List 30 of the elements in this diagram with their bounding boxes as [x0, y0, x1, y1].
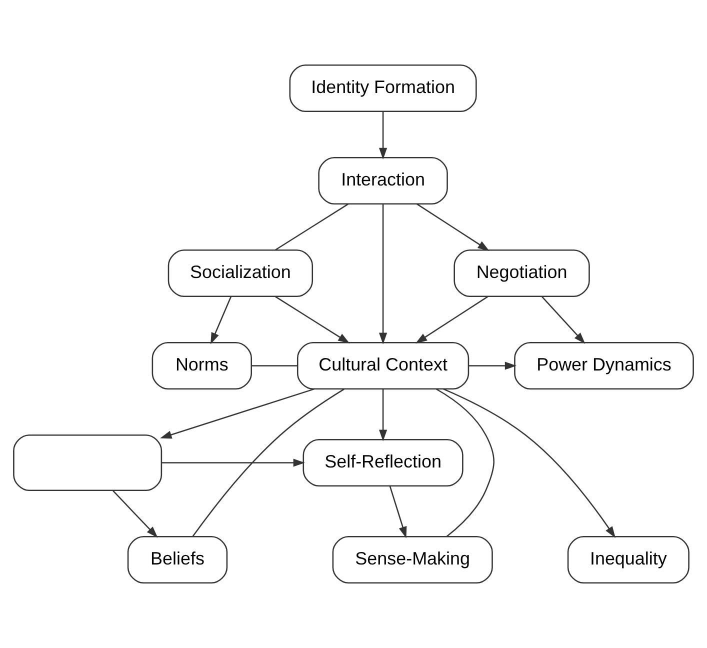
node-box: Norms	[152, 342, 252, 390]
arrow	[415, 296, 488, 344]
arrow	[379, 112, 388, 160]
node-box: Negotiation	[454, 249, 590, 298]
node-box: Identity Formation	[289, 64, 477, 112]
arrow	[379, 204, 388, 344]
arrow	[416, 204, 490, 251]
node-box: Inequality	[567, 536, 690, 584]
arrow	[160, 388, 315, 439]
node-box	[13, 434, 162, 491]
connector	[192, 388, 344, 537]
node-box: Self-Reflection	[302, 438, 464, 487]
node-box: Socialization	[168, 249, 314, 298]
arrow	[389, 486, 407, 538]
node-box: Beliefs	[127, 536, 228, 584]
arrow	[161, 458, 305, 467]
arrow	[442, 388, 616, 538]
connector	[251, 365, 298, 366]
node-box: Power Dynamics	[514, 342, 694, 390]
arrow	[112, 490, 158, 538]
connector	[436, 388, 494, 537]
node-box: Cultural Context	[296, 342, 470, 390]
arrow	[468, 362, 516, 370]
node-box: Sense-Making	[332, 536, 493, 584]
node-box: Interaction	[318, 157, 448, 205]
arrow	[542, 296, 586, 344]
arrow	[210, 296, 232, 344]
arrow	[274, 296, 350, 344]
arrow	[379, 388, 388, 442]
connector	[275, 204, 349, 250]
